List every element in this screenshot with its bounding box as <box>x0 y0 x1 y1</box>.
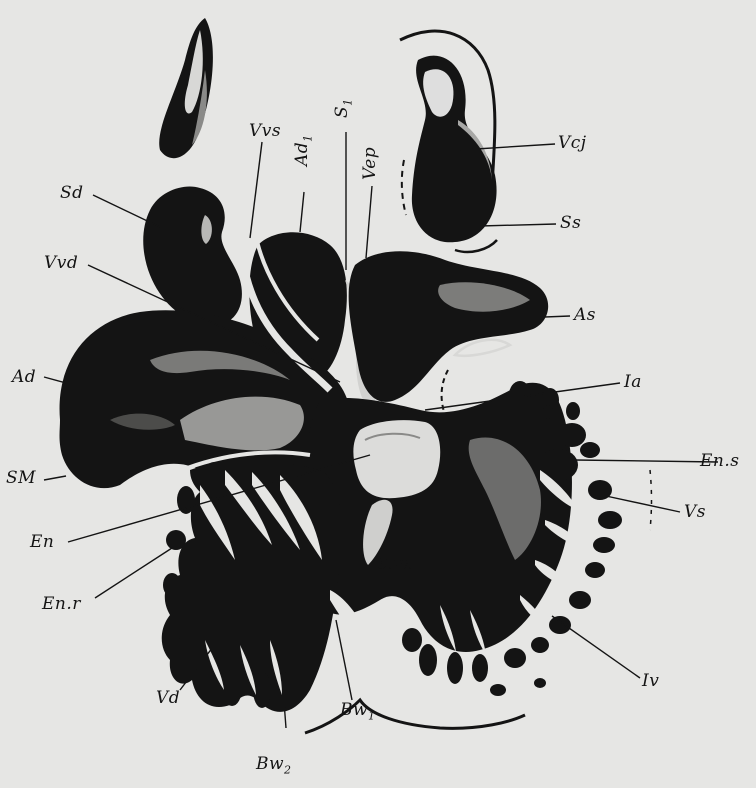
body-wall-bottom-line <box>305 700 525 733</box>
label-ens: En.s <box>700 453 740 470</box>
label-s1-sub: 1 <box>341 98 354 106</box>
label-vd: Vd <box>156 690 180 707</box>
label-ss: Ss <box>560 215 581 232</box>
label-ad1-sub: 1 <box>301 134 314 142</box>
atrium-sinistrum-body <box>349 251 549 402</box>
label-bw1-base: Bw <box>340 700 368 720</box>
label-vvd: Vvd <box>44 255 78 272</box>
label-bw2-base: Bw <box>256 754 284 774</box>
label-vep: Vep <box>362 147 379 180</box>
label-ad1-base: Ad <box>292 142 312 166</box>
label-ia: Ia <box>624 374 642 391</box>
label-s1: S1 <box>334 98 353 118</box>
label-ad1: Ad1 <box>294 134 313 166</box>
label-siv: S.iv. <box>376 556 413 573</box>
label-sd: Sd <box>60 185 84 202</box>
label-s1-base: S <box>332 106 352 118</box>
label-bw2-sub: 2 <box>284 763 292 776</box>
label-enr: En.r <box>42 596 81 613</box>
interatrial-block <box>353 420 440 498</box>
label-vcj: Vcj <box>558 135 587 152</box>
label-bw1-sub: 1 <box>368 709 376 722</box>
label-ad: Ad <box>12 369 36 386</box>
label-bw2: Bw2 <box>256 756 292 775</box>
label-en: En <box>30 534 54 551</box>
sinus-dexter-lobe <box>143 186 242 325</box>
label-iv: Iv <box>642 673 659 690</box>
label-vs: Vs <box>684 504 706 521</box>
label-sm: SM <box>6 470 36 487</box>
label-vvs: Vvs <box>249 123 281 140</box>
label-bw1: Bw1 <box>340 702 376 721</box>
label-as: As <box>574 307 596 324</box>
